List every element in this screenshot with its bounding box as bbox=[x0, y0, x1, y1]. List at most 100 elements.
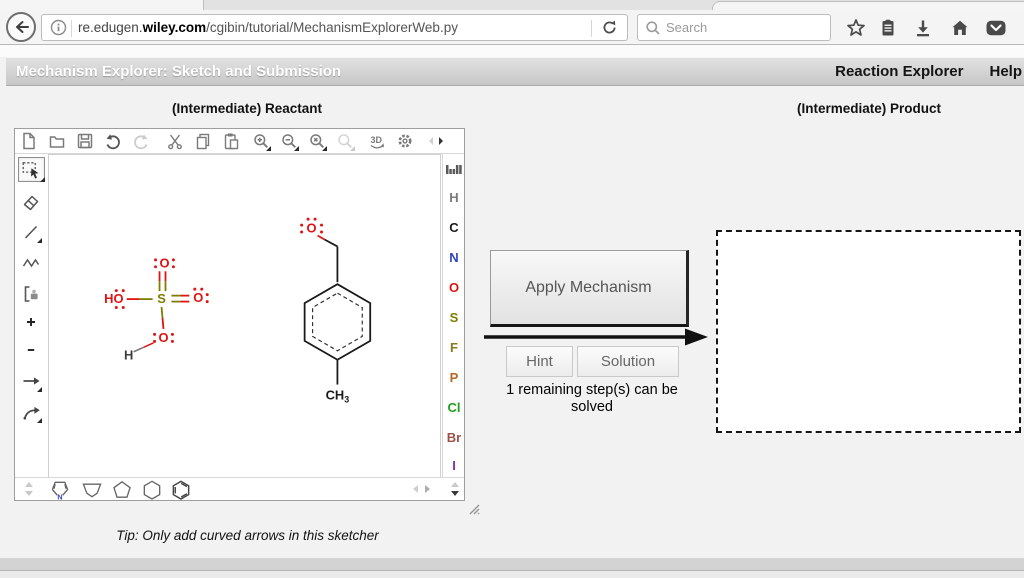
eraser-tool[interactable] bbox=[21, 192, 41, 212]
svg-text:O: O bbox=[158, 330, 168, 345]
chain-tool[interactable] bbox=[21, 253, 41, 273]
element-cl[interactable]: Cl bbox=[447, 400, 461, 415]
solution-button[interactable]: Solution bbox=[577, 346, 679, 377]
svg-text:S: S bbox=[157, 291, 166, 306]
template-scroll-left-icon[interactable] bbox=[413, 485, 418, 493]
template-benzene[interactable] bbox=[168, 478, 194, 501]
sketcher-widget: 3D bbox=[14, 128, 465, 501]
bookmark-star-icon[interactable] bbox=[845, 17, 867, 38]
reactant-molecules[interactable]: S O O HO O H bbox=[49, 155, 440, 477]
search-icon bbox=[645, 20, 661, 36]
bookmarks-menu-icon[interactable] bbox=[877, 17, 899, 38]
element-br[interactable]: Br bbox=[446, 430, 462, 445]
url-bar[interactable]: re.edugen.wiley.com/cgibin/tutorial/Mech… bbox=[41, 14, 628, 41]
page-top-gap bbox=[0, 45, 1024, 57]
resize-handle[interactable] bbox=[467, 502, 481, 515]
home-icon[interactable] bbox=[949, 17, 971, 38]
bracket-group-tool[interactable] bbox=[21, 284, 41, 304]
url-divider bbox=[71, 20, 72, 37]
product-drop-area bbox=[716, 230, 1021, 433]
element-o[interactable]: O bbox=[448, 280, 460, 295]
reload-icon[interactable] bbox=[601, 19, 618, 36]
template-cyclohexane[interactable] bbox=[139, 478, 165, 501]
view-3d-icon[interactable]: 3D bbox=[368, 132, 386, 150]
toolbar-scroll-chevrons[interactable] bbox=[426, 132, 446, 150]
info-icon[interactable] bbox=[50, 19, 67, 36]
nav-reaction-explorer[interactable]: Reaction Explorer bbox=[835, 63, 964, 80]
sketcher-tip: Tip: Only add curved arrows in this sket… bbox=[116, 528, 379, 543]
reaction-arrow bbox=[484, 328, 708, 346]
svg-text:HO: HO bbox=[104, 291, 123, 306]
back-button[interactable] bbox=[6, 12, 36, 42]
tools-scroll-up-icon[interactable] bbox=[25, 482, 33, 487]
app-header: Mechanism Explorer: Sketch and Submissio… bbox=[6, 57, 1024, 86]
save-icon[interactable] bbox=[76, 132, 94, 150]
apply-mechanism-button[interactable]: Apply Mechanism bbox=[490, 250, 689, 327]
svg-text:3D: 3D bbox=[371, 135, 383, 145]
element-i[interactable]: I bbox=[452, 458, 456, 473]
undo-icon[interactable] bbox=[104, 132, 122, 150]
paste-icon[interactable] bbox=[222, 132, 240, 150]
background-tab-edge[interactable] bbox=[0, 0, 204, 10]
browser-toolbar: re.edugen.wiley.com/cgibin/tutorial/Mech… bbox=[0, 10, 1024, 45]
zoom-in-icon[interactable] bbox=[252, 132, 271, 151]
page-title: Mechanism Explorer: Sketch and Submissio… bbox=[16, 63, 342, 80]
svg-text:O: O bbox=[193, 290, 203, 305]
element-c[interactable]: C bbox=[449, 220, 459, 235]
periodic-table-icon[interactable] bbox=[446, 164, 462, 175]
cut-icon[interactable] bbox=[166, 132, 184, 150]
header-nav: Reaction Explorer Help bbox=[835, 58, 1022, 85]
reload-divider bbox=[591, 20, 592, 37]
redo-icon[interactable] bbox=[132, 132, 150, 150]
element-n[interactable]: N bbox=[449, 250, 459, 265]
back-icon bbox=[16, 21, 29, 33]
nav-help[interactable]: Help bbox=[989, 63, 1022, 80]
open-icon[interactable] bbox=[48, 132, 66, 150]
url-text[interactable]: re.edugen.wiley.com/cgibin/tutorial/Mech… bbox=[78, 20, 458, 35]
selection-tool[interactable] bbox=[18, 157, 45, 182]
benzyl-alkoxide-structure[interactable]: O CH3 bbox=[300, 217, 372, 405]
bond-tool[interactable] bbox=[21, 222, 42, 243]
element-p[interactable]: P bbox=[449, 370, 459, 385]
active-tab-edge[interactable] bbox=[712, 1, 1024, 10]
search-box[interactable] bbox=[637, 14, 831, 41]
sketcher-canvas[interactable]: S O O HO O H bbox=[48, 154, 441, 478]
element-scroll-down-icon[interactable] bbox=[451, 491, 459, 496]
reaction-arrow-tool[interactable] bbox=[21, 371, 42, 392]
svg-text:CH3: CH3 bbox=[326, 387, 350, 404]
charge-plus-tool[interactable] bbox=[21, 312, 41, 332]
zoom-reset-icon[interactable] bbox=[308, 132, 327, 151]
element-f[interactable]: F bbox=[450, 340, 458, 355]
reactant-title: (Intermediate) Reactant bbox=[171, 101, 323, 116]
sketcher-toolbar: 3D bbox=[15, 129, 464, 154]
sulfuric-acid-structure[interactable]: S O O HO O H bbox=[104, 255, 209, 363]
template-scroll-right-icon[interactable] bbox=[425, 485, 430, 493]
download-icon[interactable] bbox=[912, 17, 934, 38]
sketcher-tool-column bbox=[15, 155, 48, 476]
zoom-out-icon[interactable] bbox=[280, 132, 299, 151]
charge-minus-tool[interactable] bbox=[21, 340, 41, 360]
hint-button[interactable]: Hint bbox=[506, 346, 573, 377]
template-pyrrole[interactable]: N bbox=[47, 478, 73, 501]
remaining-steps-status: 1 remaining step(s) can be solved bbox=[506, 382, 678, 415]
zoom-fit-icon[interactable] bbox=[336, 132, 355, 151]
pocket-icon[interactable] bbox=[985, 17, 1007, 38]
svg-text:H: H bbox=[124, 348, 133, 363]
element-scroll-up-icon[interactable] bbox=[451, 482, 459, 487]
element-h[interactable]: H bbox=[449, 190, 459, 205]
tools-scroll-down-icon[interactable] bbox=[25, 491, 33, 496]
template-cyclopentane[interactable] bbox=[109, 478, 135, 501]
bottom-gray-strip bbox=[0, 558, 1024, 570]
template-cyclopentadiene[interactable] bbox=[79, 478, 105, 501]
curved-arrow-tool[interactable] bbox=[21, 402, 42, 423]
element-s[interactable]: S bbox=[449, 310, 459, 325]
template-toolbar: N bbox=[15, 477, 464, 501]
lone-pair-dots bbox=[300, 217, 324, 234]
lone-pair-dots bbox=[114, 258, 209, 343]
copy-icon[interactable] bbox=[194, 132, 212, 150]
new-document-icon[interactable] bbox=[20, 132, 38, 150]
svg-text:O: O bbox=[159, 255, 169, 270]
settings-gear-icon[interactable] bbox=[396, 132, 414, 150]
tab-strip bbox=[0, 0, 1024, 10]
search-input[interactable] bbox=[666, 17, 821, 38]
